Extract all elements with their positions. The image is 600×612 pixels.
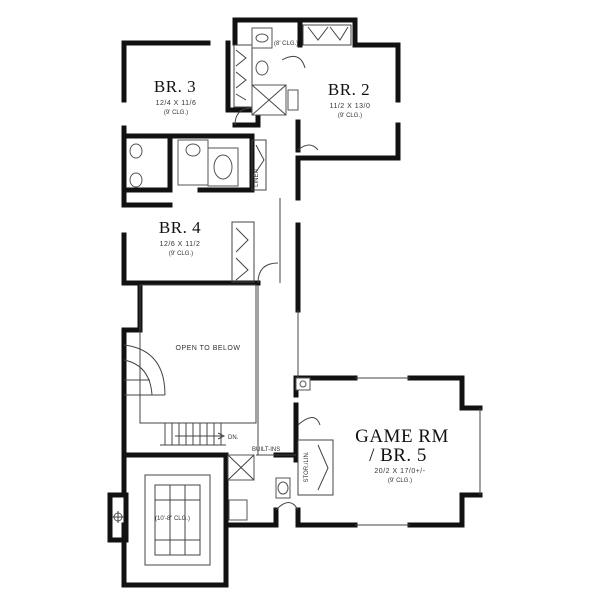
br3-size: 12/4 X 11/6 (156, 100, 197, 107)
stair-treads (160, 422, 226, 446)
br3-ceiling: (9' CLG.) (164, 110, 188, 116)
detail-lines (123, 198, 481, 526)
game-size: 20/2 X 17/0+/- (374, 468, 425, 475)
lower-clg-label: (10'-8" CLG.) (155, 516, 190, 522)
br4-size: 12/6 X 11/2 (160, 241, 201, 248)
br4-name: BR. 4 (159, 218, 201, 237)
room-labels: BR. 3 12/4 X 11/6 (9' CLG.) BR. 2 11/2 X… (154, 41, 449, 522)
game-name-line1: GAME RM (355, 426, 449, 447)
dn-label: DN. (228, 435, 239, 441)
br3-name: BR. 3 (154, 77, 196, 96)
bath-clg-label: (8' CLG.) (274, 41, 298, 47)
stor-lin-label: STOR./LIN. (304, 451, 310, 482)
br2-name: BR. 2 (328, 80, 370, 99)
linen-label: LINEN (254, 169, 260, 187)
fixtures (107, 24, 352, 566)
game-ceiling: (9' CLG.) (388, 478, 412, 484)
walls (121, 17, 483, 588)
br2-size: 11/2 X 13/0 (330, 103, 371, 110)
open-to-below-label: OPEN TO BELOW (176, 345, 241, 352)
br4-ceiling: (9' CLG.) (169, 251, 193, 257)
br2-ceiling: (9' CLG.) (338, 113, 362, 119)
game-name-line2: / BR. 5 (369, 445, 427, 466)
built-ins-label: BUILT-INS (252, 447, 280, 453)
